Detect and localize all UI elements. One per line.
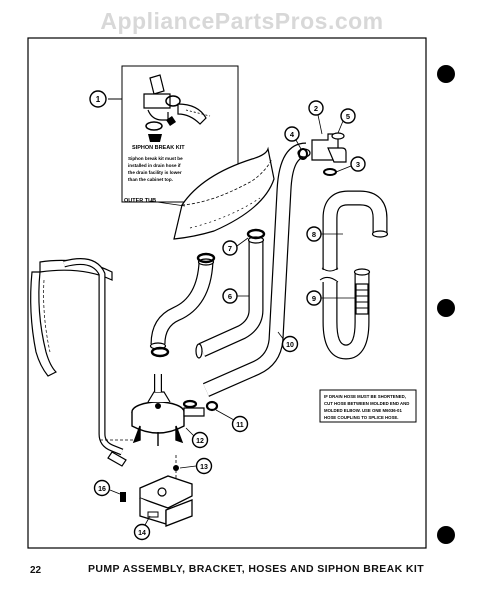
callout-10: 10 xyxy=(277,331,299,353)
callout-1: 1 xyxy=(89,90,107,108)
hose-note-line: CUT HOSE BETWEEN MOLDED END AND xyxy=(324,401,409,406)
svg-text:11: 11 xyxy=(236,422,244,429)
hose-note-line: MOLDED ELBOW. USE ONE M6036-01 xyxy=(324,408,402,413)
callout-13: 13 xyxy=(179,457,213,475)
callout-8: 8 xyxy=(306,226,343,242)
svg-text:14: 14 xyxy=(138,530,146,537)
callout-7: 7 xyxy=(222,237,249,256)
callout-3: 3 xyxy=(335,156,366,173)
svg-text:1: 1 xyxy=(96,95,101,104)
hose-note-line: HOSE COUPLING TO SPLICE HOSE. xyxy=(324,415,398,420)
hose-section xyxy=(195,236,265,359)
callout-6: 6 xyxy=(222,288,249,304)
hose-note: IF DRAIN HOSE MUST BE SHORTENED, CUT HOS… xyxy=(319,389,417,423)
binder-hole xyxy=(437,526,455,544)
svg-text:4: 4 xyxy=(290,130,295,139)
svg-text:6: 6 xyxy=(228,292,232,301)
siphon-kit-note-line: Siphon break kit must be xyxy=(128,156,183,161)
siphon-kit-title: SIPHON BREAK KIT xyxy=(132,145,185,151)
svg-text:3: 3 xyxy=(356,160,360,169)
pump-bracket xyxy=(120,475,193,527)
page-number: 22 xyxy=(30,565,42,576)
svg-text:12: 12 xyxy=(196,438,204,445)
hose-note-line: IF DRAIN HOSE MUST BE SHORTENED, xyxy=(324,394,406,399)
svg-text:16: 16 xyxy=(98,486,106,493)
diagram-caption: PUMP ASSEMBLY, BRACKET, HOSES AND SIPHON… xyxy=(88,563,425,575)
diagram-frame xyxy=(27,37,427,549)
clamp xyxy=(196,252,216,264)
callout-9: 9 xyxy=(306,290,355,306)
hose-8 xyxy=(319,190,389,360)
svg-text:5: 5 xyxy=(346,112,350,121)
siphon-kit-note-line: installed in drain hose if xyxy=(128,163,181,168)
outer-tub: OUTER TUB xyxy=(124,146,275,240)
callout-14: 14 xyxy=(133,515,151,541)
watermark: AppliancePartsPros.com xyxy=(100,8,384,34)
outer-tub-label: OUTER TUB xyxy=(124,198,156,204)
clamp xyxy=(150,346,170,358)
siphon-kit-box xyxy=(121,65,239,203)
binder-hole xyxy=(437,299,455,317)
svg-text:13: 13 xyxy=(200,464,208,471)
cabinet-frame-section xyxy=(30,258,127,467)
siphon-kit-note-line: than the cabinet top. xyxy=(128,177,173,182)
callout-16: 16 xyxy=(93,479,121,497)
binder-hole xyxy=(437,65,455,83)
callout-11: 11 xyxy=(215,409,249,433)
siphon-kit-note-line: the drain facility is lower xyxy=(128,170,182,175)
siphon-break-kit-group: SIPHON BREAK KIT Siphon break kit must b… xyxy=(108,65,239,203)
callout-5: 5 xyxy=(337,108,356,134)
svg-text:8: 8 xyxy=(312,230,316,239)
elbow-assembly xyxy=(298,132,347,176)
hose-6 xyxy=(149,258,215,350)
svg-text:9: 9 xyxy=(312,294,316,303)
callout-2: 2 xyxy=(308,100,324,135)
svg-text:2: 2 xyxy=(314,104,318,113)
callout-12: 12 xyxy=(185,427,209,449)
svg-text:7: 7 xyxy=(228,244,232,253)
callout-4: 4 xyxy=(284,126,302,150)
svg-text:10: 10 xyxy=(286,342,294,349)
clamp xyxy=(246,228,266,240)
pump-assembly xyxy=(100,374,219,485)
